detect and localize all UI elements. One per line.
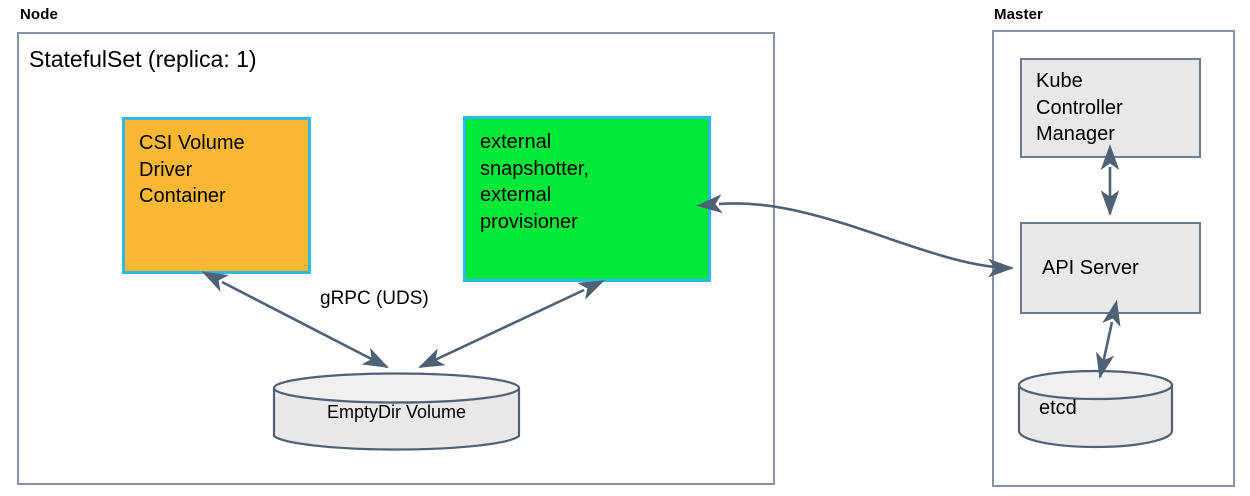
- etcd-cylinder[interactable]: etcd: [1017, 369, 1174, 449]
- cylinder-shape-icon: [272, 372, 521, 451]
- etcd-label: etcd: [1039, 397, 1077, 419]
- node-group-label: Node: [20, 6, 58, 23]
- api-server-box[interactable]: API Server: [1020, 222, 1201, 314]
- kube-controller-manager-box[interactable]: Kube Controller Manager: [1020, 58, 1201, 158]
- external-sidecars-box[interactable]: external snapshotter, external provision…: [463, 116, 711, 282]
- emptydir-volume-label: EmptyDir Volume: [326, 402, 467, 422]
- statefulset-title: StatefulSet (replica: 1): [29, 46, 257, 72]
- cylinder-shape-icon: [1017, 369, 1174, 449]
- master-group-label: Master: [994, 6, 1043, 23]
- csi-volume-driver-container-box[interactable]: CSI Volume Driver Container: [122, 117, 311, 274]
- grpc-uds-edge-label: gRPC (UDS): [320, 288, 429, 309]
- emptydir-volume-cylinder[interactable]: EmptyDir Volume: [272, 372, 521, 452]
